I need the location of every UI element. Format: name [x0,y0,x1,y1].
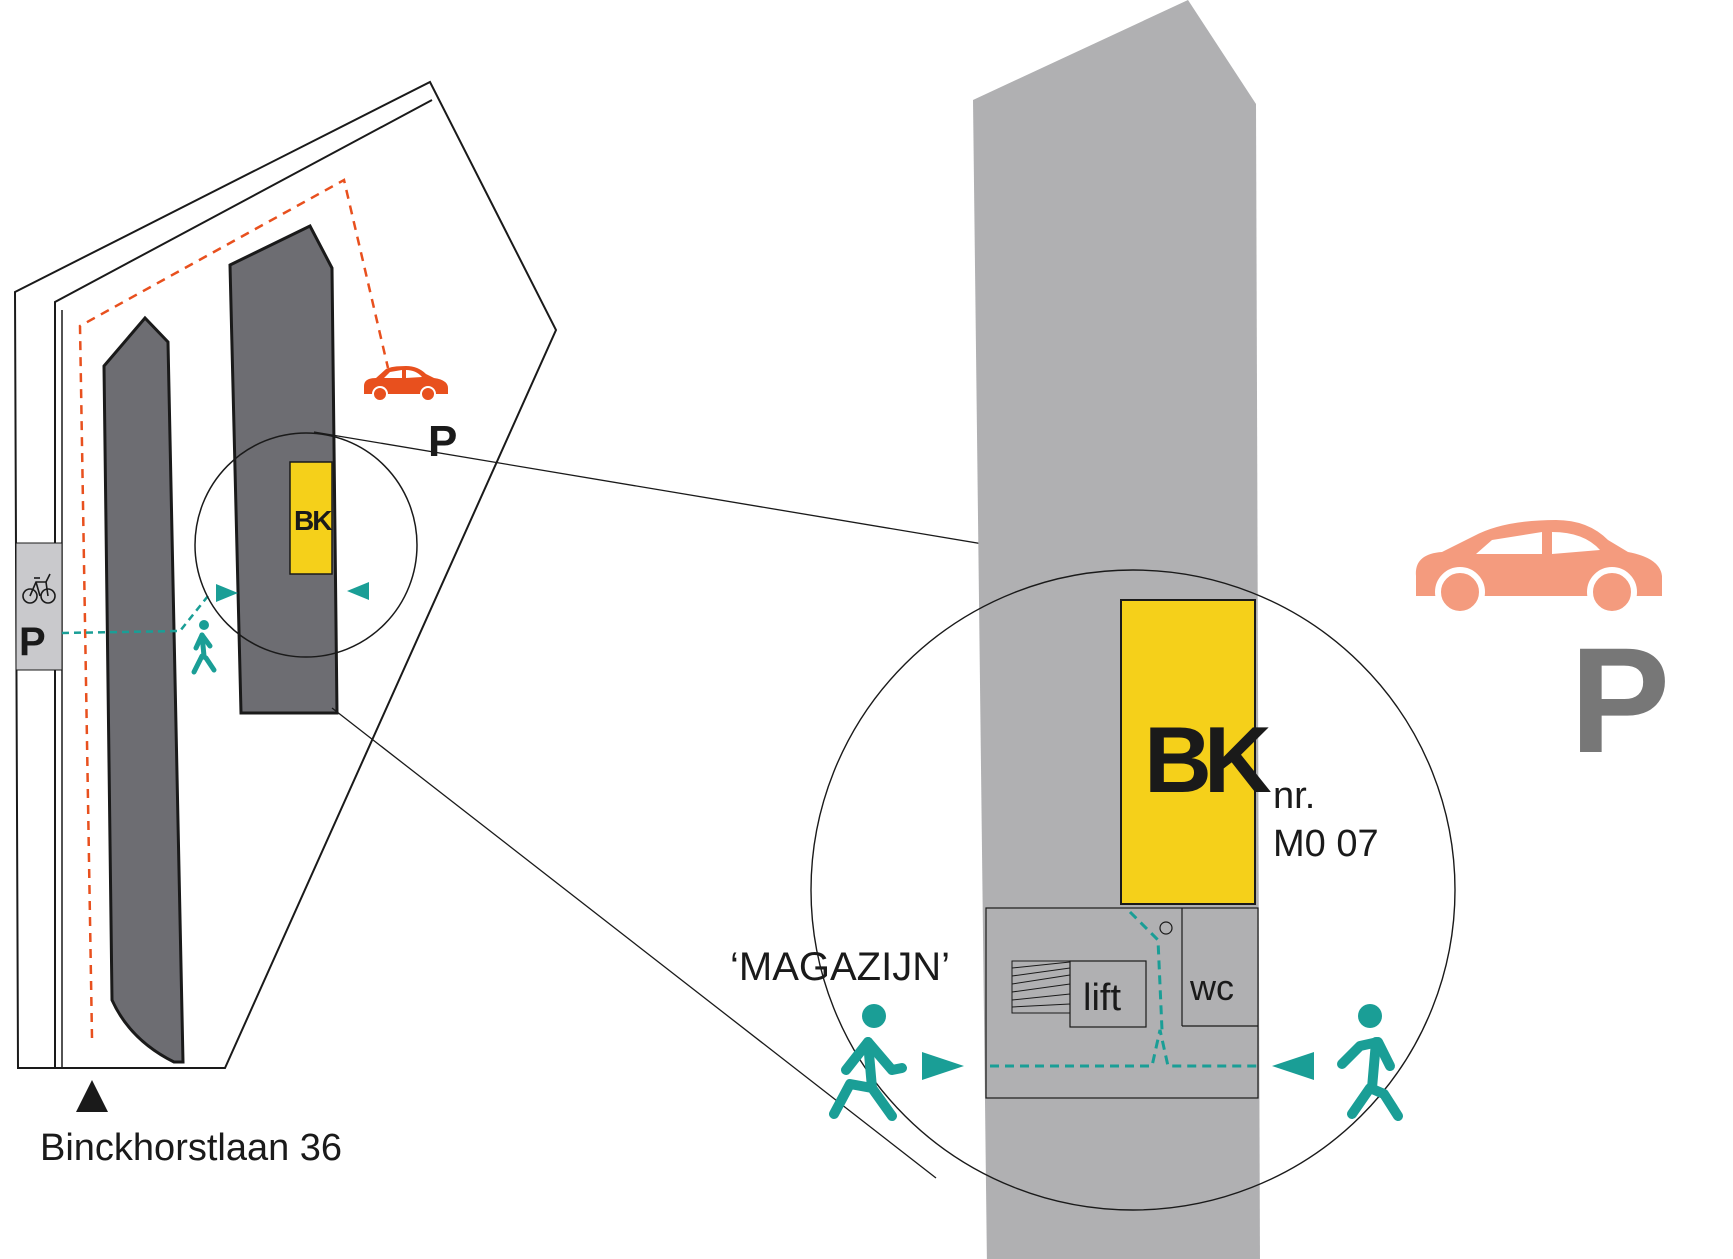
unit-number-line1: nr. [1273,775,1315,817]
overview-map: P BK P B [13,80,558,1169]
address-label: Binckhorstlaan 36 [40,1127,342,1169]
car-icon [364,366,448,402]
building-east [228,224,339,715]
storage-label: ‘MAGAZIJN’ [730,945,950,989]
bike-parking-box [15,542,63,671]
pedestrian-icon [191,620,217,675]
car-icon [1415,520,1662,617]
street-line-outer [54,99,433,1068]
car-parking-label-large: P [1570,616,1670,784]
bk-logo-large: BK [1144,707,1280,812]
lift-label: lift [1083,977,1121,1019]
pedestrian-icon [829,1004,907,1121]
bicycle-icon [22,573,56,604]
walk-route-small [61,595,209,635]
bike-parking: P [15,542,63,671]
entrance-arrow-icon [347,582,369,600]
zoom-circle-large [810,569,1456,1211]
lift-box [1069,960,1147,1028]
bk-logo-small: BK [294,505,332,536]
north-arrow-icon [76,1080,108,1112]
zoom-circle-small [194,432,418,658]
car-parking-label: P [428,417,457,466]
door-marker [1159,921,1173,935]
entrance-arrow-icon [922,1052,964,1080]
unit-number-line2: M0 07 [1273,823,1379,865]
entrance-arrow-icon [1272,1052,1314,1080]
zoom-connector-bottom [331,707,937,1179]
stairs-icon [1011,960,1071,1014]
walk-route-large [990,1029,1258,1068]
wc-label: wc [1189,967,1234,1008]
building-west [102,315,185,1064]
svg-text:BK: BK [1144,707,1272,812]
bike-parking-label: P [19,620,46,664]
pedestrian-icon [1337,1004,1403,1121]
entrance-arrow-icon [216,584,238,602]
car-route [78,178,390,1039]
bk-unit-small [289,461,333,575]
bk-unit-large [1120,599,1256,905]
detail-map: BK nr. M0 07 lift wc ‘MAGAZIJN’ [730,0,1670,1259]
core-area [985,907,1259,1099]
